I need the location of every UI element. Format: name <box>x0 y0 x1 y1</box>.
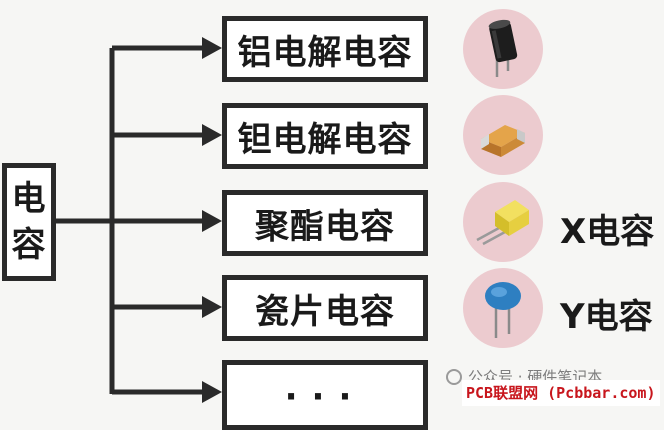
brand-banner: PCB联盟网 (Pcbbar.com) <box>462 380 660 406</box>
x-capacitor-label: X电容 <box>560 212 655 252</box>
ceramic-disc-capacitor-icon <box>463 268 543 348</box>
tantalum-capacitor-icon <box>463 95 543 175</box>
polyester-capacitor-icon <box>463 182 543 262</box>
type-box-tantalum-electrolytic: 钽电解电容 <box>222 103 428 169</box>
arrowhead <box>202 37 222 59</box>
root-char: 容 <box>11 225 47 265</box>
connector-lines <box>56 37 222 403</box>
type-box-more: ··· <box>222 360 428 430</box>
arrowhead <box>202 296 222 318</box>
type-box-polyester: 聚酯电容 <box>222 190 428 256</box>
arrowhead <box>202 381 222 403</box>
root-char: 电 <box>11 179 47 219</box>
aluminum-electrolytic-capacitor-icon <box>463 9 543 89</box>
wechat-icon <box>446 368 462 385</box>
type-box-ceramic-disc: 瓷片电容 <box>222 275 428 341</box>
arrowhead <box>202 124 222 146</box>
root-node-capacitor: 电 容 <box>2 163 56 281</box>
type-box-aluminum-electrolytic: 铝电解电容 <box>222 16 428 82</box>
y-capacitor-label: Y电容 <box>560 297 653 337</box>
arrowhead <box>202 210 222 232</box>
